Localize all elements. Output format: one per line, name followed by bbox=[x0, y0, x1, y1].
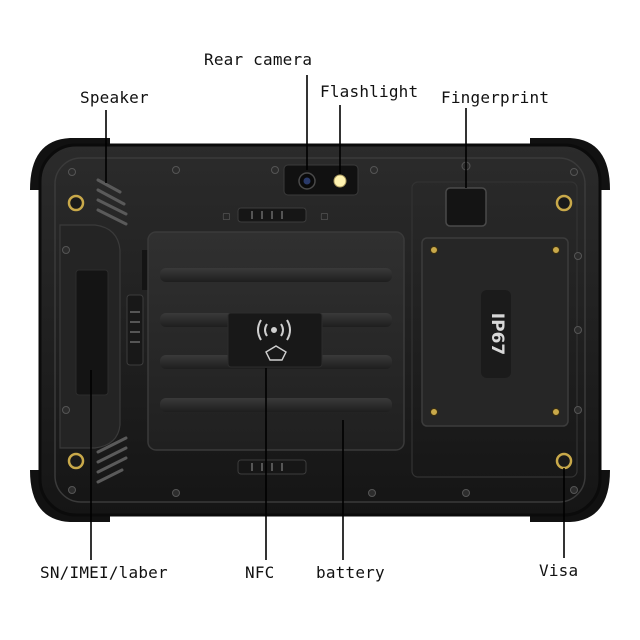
sn-imei-label-area bbox=[75, 269, 109, 396]
battery-latch-left bbox=[126, 294, 144, 366]
tablet-inner-frame bbox=[54, 157, 586, 503]
ip67-badge bbox=[481, 290, 511, 378]
speaker-grille-top bbox=[96, 178, 128, 226]
plate-screws bbox=[430, 246, 560, 416]
speaker-grille-bottom bbox=[96, 436, 128, 484]
label-battery: battery bbox=[316, 563, 385, 582]
visa-screw bbox=[555, 452, 573, 470]
label-fingerprint: Fingerprint bbox=[441, 88, 550, 107]
label-sn-imei: SN/IMEI/laber bbox=[40, 563, 168, 582]
label-speaker: Speaker bbox=[80, 88, 149, 107]
corner-bumpers bbox=[30, 138, 610, 522]
body-screws bbox=[62, 166, 582, 497]
nfc-contactless-icon bbox=[257, 319, 291, 361]
leader-lines bbox=[90, 75, 565, 560]
flashlight-led bbox=[333, 174, 347, 188]
svg-text:▢: ▢ bbox=[222, 212, 231, 222]
label-rear-camera: Rear camera bbox=[204, 50, 313, 69]
fingerprint-sensor bbox=[445, 187, 487, 227]
label-visa: Visa bbox=[539, 561, 579, 580]
svg-text:▢: ▢ bbox=[320, 212, 329, 222]
label-flashlight: Flashlight bbox=[320, 82, 419, 101]
nfc-pad bbox=[227, 312, 323, 368]
corner-screws bbox=[67, 194, 573, 470]
camera-module bbox=[283, 164, 359, 196]
battery-ribs bbox=[160, 268, 392, 412]
ip67-badge-text: IP67 bbox=[487, 313, 507, 355]
label-nfc: NFC bbox=[245, 563, 275, 582]
